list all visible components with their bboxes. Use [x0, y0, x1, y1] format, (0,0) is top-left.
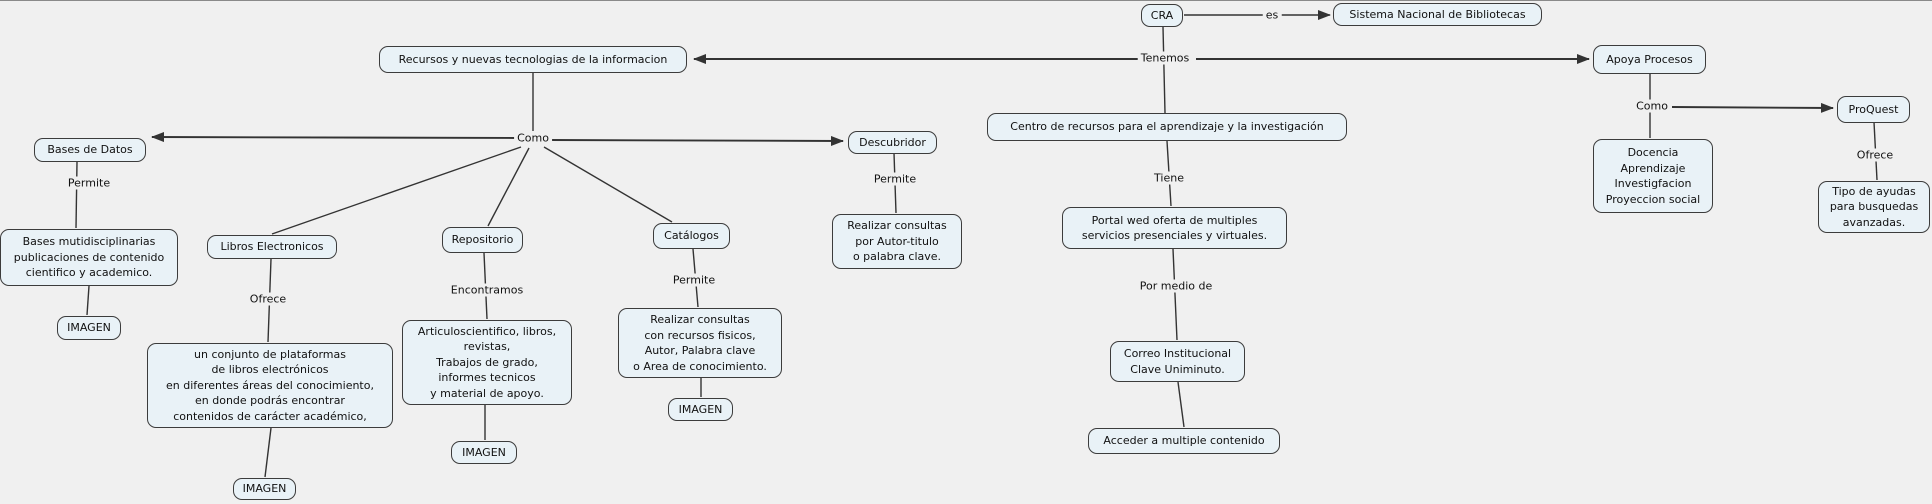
node-bases-de-datos[interactable]: Bases de Datos	[34, 138, 146, 162]
link-label-por-medio-de[interactable]: Por medio de	[1136, 279, 1216, 293]
node-descubridor[interactable]: Descubridor	[848, 131, 937, 154]
node-libros-electronicos[interactable]: Libros Electronicos	[207, 235, 337, 259]
node-catalogos-detalle[interactable]: Realizar consultas con recursos fisicos,…	[618, 308, 782, 378]
node-acceder-contenido[interactable]: Acceder a multiple contenido	[1088, 428, 1280, 454]
link-label-como-left[interactable]: Como	[514, 131, 552, 145]
node-descubridor-detalle[interactable]: Realizar consultas por Autor-titulo o pa…	[832, 214, 962, 269]
link-label-ofrece-proquest[interactable]: Ofrece	[1853, 148, 1897, 162]
node-imagen-bases[interactable]: IMAGEN	[57, 316, 121, 340]
link-label-permite-descubridor[interactable]: Permite	[870, 172, 920, 186]
link-label-permite-bases[interactable]: Permite	[64, 176, 114, 190]
node-libros-detalle[interactable]: un conjunto de plataformas de libros ele…	[147, 343, 393, 428]
link-label-encontramos[interactable]: Encontramos	[447, 283, 527, 297]
node-proquest[interactable]: ProQuest	[1837, 96, 1910, 123]
node-bases-mutidisciplinarias[interactable]: Bases mutidisciplinarias publicaciones d…	[0, 229, 178, 286]
node-portal-web[interactable]: Portal wed oferta de multiples servicios…	[1062, 207, 1287, 249]
node-imagen-libros[interactable]: IMAGEN	[233, 478, 296, 500]
node-tipo-de-ayudas[interactable]: Tipo de ayudas para busquedas avanzadas.	[1818, 181, 1930, 233]
link-label-permite-catalogos[interactable]: Permite	[669, 273, 719, 287]
link-label-es[interactable]: es	[1262, 8, 1282, 22]
node-recursos-y-nuevas-tecnologias[interactable]: Recursos y nuevas tecnologias de la info…	[379, 46, 687, 73]
node-correo-institucional[interactable]: Correo Institucional Clave Uniminuto.	[1110, 341, 1245, 382]
node-centro-de-recursos[interactable]: Centro de recursos para el aprendizaje y…	[987, 113, 1347, 141]
node-imagen-catalogos[interactable]: IMAGEN	[668, 398, 733, 421]
node-sistema-nacional-de-bibliotecas[interactable]: Sistema Nacional de Bibliotecas	[1333, 3, 1542, 26]
node-docencia-aprendizaje[interactable]: Docencia Aprendizaje Investigfacion Proy…	[1593, 139, 1713, 213]
node-repositorio[interactable]: Repositorio	[442, 227, 523, 253]
node-imagen-repositorio[interactable]: IMAGEN	[451, 441, 517, 464]
link-label-como-right[interactable]: Como	[1633, 99, 1671, 113]
node-apoya-procesos[interactable]: Apoya Procesos	[1593, 45, 1706, 74]
link-label-tenemos[interactable]: Tenemos	[1137, 51, 1193, 65]
link-label-ofrece-libros[interactable]: Ofrece	[246, 292, 290, 306]
node-cra[interactable]: CRA	[1141, 4, 1183, 27]
node-catalogos[interactable]: Catálogos	[653, 223, 730, 249]
link-label-tiene[interactable]: Tiene	[1151, 171, 1187, 185]
node-repositorio-detalle[interactable]: Articuloscientifico, libros, revistas, T…	[402, 320, 572, 405]
